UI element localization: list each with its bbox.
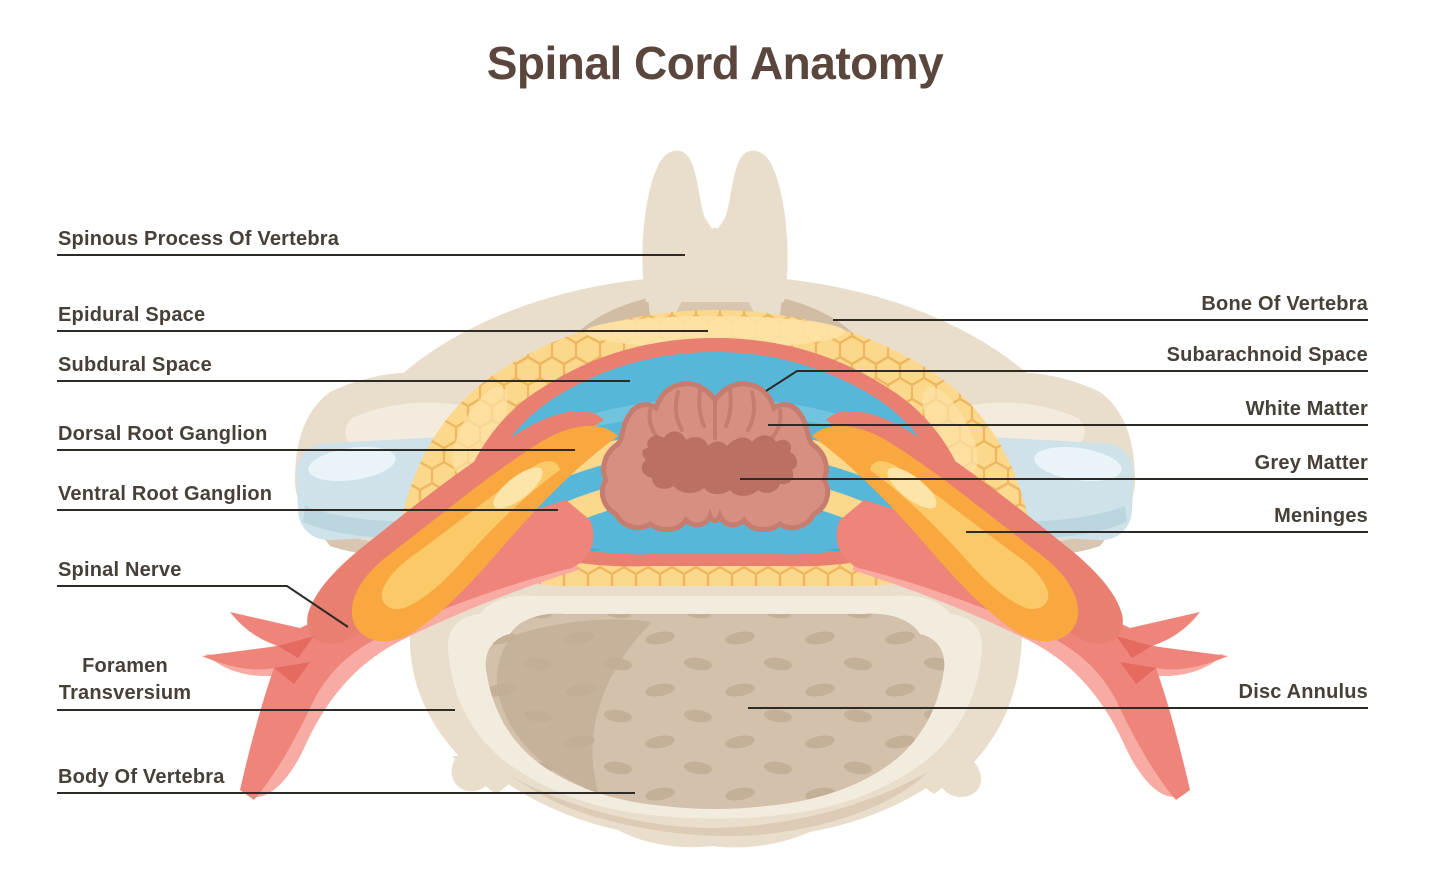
label-bone-of-vertebra: Bone Of Vertebra	[1201, 293, 1368, 315]
label-body-of-vertebra: Body Of Vertebra	[58, 766, 225, 788]
label-meninges: Meninges	[1274, 505, 1368, 527]
label-subdural-space: Subdural Space	[58, 354, 212, 376]
label-subarachnoid-space: Subarachnoid Space	[1166, 344, 1368, 366]
label-foramen-line2: Transversium	[58, 682, 192, 704]
vertebral-body	[409, 575, 1023, 848]
label-white-matter: White Matter	[1245, 398, 1368, 420]
label-foramen-transversium: Foramen Transversium	[40, 653, 210, 707]
label-grey-matter: Grey Matter	[1254, 452, 1368, 474]
leader-line-subarachnoid-space	[765, 370, 1368, 392]
label-dorsal-root-ganglion: Dorsal Root Ganglion	[58, 423, 268, 445]
label-disc-annulus: Disc Annulus	[1238, 681, 1368, 703]
label-spinous-process-of-vertebra: Spinous Process Of Vertebra	[58, 228, 340, 250]
disc-annulus	[485, 613, 945, 809]
label-ventral-root-ganglion: Ventral Root Ganglion	[58, 483, 273, 505]
leader-line-spinal-nerve	[57, 585, 349, 628]
page-title: Spinal Cord Anatomy	[486, 37, 944, 89]
spinal-cord	[599, 381, 831, 532]
label-foramen-line1: Foramen	[82, 655, 168, 677]
leader-lines	[57, 254, 1368, 794]
label-epidural-space: Epidural Space	[58, 304, 206, 326]
label-spinal-nerve: Spinal Nerve	[58, 559, 182, 581]
